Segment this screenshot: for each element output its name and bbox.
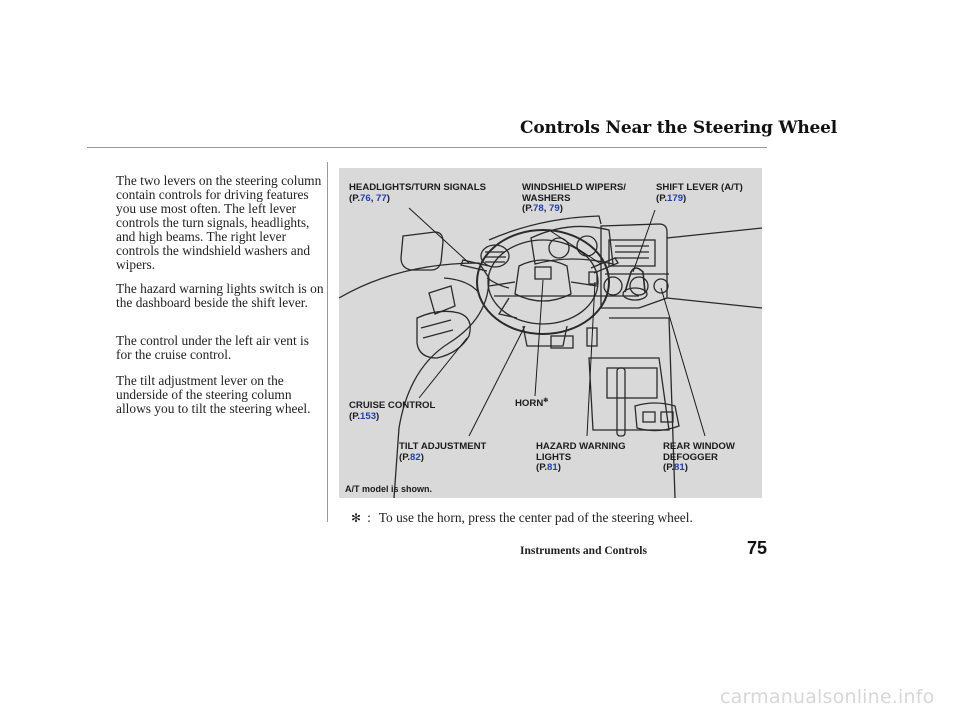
label-horn: HORN✻ [515, 396, 548, 410]
label-hazard-page[interactable]: 81 [547, 462, 558, 473]
label-hazard-name-1: HAZARD WARNING [536, 441, 626, 452]
audio-unit [608, 239, 656, 267]
label-shift-name: SHIFT LEVER (A/T) [656, 182, 743, 193]
label-wipers-page-1[interactable]: 78 [533, 203, 544, 214]
label-hazard-name-2: LIGHTS [536, 451, 572, 463]
paragraph-tilt: The tilt adjustment lever on the undersi… [116, 373, 311, 416]
leader-tilt [468, 325, 526, 437]
label-wipers-name-1: WINDSHIELD WIPERS/ [522, 182, 626, 193]
steering-wheel [476, 229, 610, 335]
leader-hazard [586, 281, 596, 437]
label-shift-page[interactable]: 179 [667, 192, 684, 204]
label-headlights: HEADLIGHTS/TURN SIGNALS (P.76, 77) [349, 182, 486, 204]
leader-horn [534, 279, 544, 397]
label-wipers-name-2: WASHERS [522, 192, 571, 204]
brake-pedal [550, 335, 574, 349]
turn-signal-lever [460, 259, 490, 272]
label-hazard: HAZARD WARNING LIGHTS (P.81) [536, 441, 626, 474]
paragraph-hazard: The hazard warning lights switch is on t… [116, 281, 324, 310]
dashboard-drawing [339, 207, 762, 498]
page-title: Controls Near the Steering Wheel [520, 118, 837, 138]
door-panel [339, 262, 490, 498]
horn-footnote-mark: ✻ [543, 398, 549, 404]
label-cruise-page[interactable]: 153 [360, 410, 377, 422]
label-shift-open: (P. [656, 192, 668, 204]
label-wipers: WINDSHIELD WIPERS/ WASHERS (P.78, 79) [522, 182, 626, 215]
label-cruise-close: ) [376, 410, 380, 422]
label-cruise-open: (P. [349, 410, 361, 422]
label-tilt-open: (P. [399, 451, 411, 463]
label-tilt-close: ) [420, 451, 424, 463]
leader-headlights [408, 207, 470, 264]
footnote-text: To use the horn, press the center pad of… [378, 510, 693, 525]
label-defogger-page[interactable]: 81 [674, 462, 685, 473]
side-mirror [400, 231, 444, 271]
shift-lever [624, 267, 646, 293]
label-cruise-name: CRUISE CONTROL [349, 400, 436, 411]
page-number: 75 [747, 538, 768, 558]
label-tilt-page[interactable]: 82 [410, 451, 421, 463]
label-tilt: TILT ADJUSTMENT (P.82) [399, 441, 487, 463]
paragraph-cruise: The control under the left air vent is f… [116, 333, 309, 362]
label-wipers-open: (P. [522, 203, 534, 214]
label-hazard-close: ) [557, 462, 561, 473]
footer-section-title: Instruments and Controls [520, 545, 647, 557]
parking-brake [616, 367, 626, 437]
label-headlights-page-1[interactable]: 76 [360, 192, 371, 204]
label-wipers-sep: , [543, 203, 550, 214]
footnote: ✻: To use the horn, press the center pad … [351, 510, 693, 526]
leader-cruise [418, 337, 468, 399]
hazard-switch [588, 271, 598, 285]
center-console [588, 317, 676, 498]
leader-defogger [660, 287, 706, 437]
label-hazard-open: (P. [536, 462, 548, 473]
header-rule [87, 147, 767, 148]
wiper-lever [590, 257, 619, 274]
label-horn-name: HORN [515, 398, 544, 410]
dashboard-illustration: HEADLIGHTS/TURN SIGNALS (P.76, 77) WINDS… [339, 168, 762, 498]
label-wipers-page-2[interactable]: 79 [549, 203, 560, 214]
paragraph-levers: The two levers on the steering column co… [116, 173, 322, 272]
label-defogger-open: (P. [663, 462, 675, 473]
label-wipers-close: ) [559, 203, 563, 214]
label-cruise: CRUISE CONTROL (P.153) [349, 400, 436, 422]
footnote-colon: : [367, 510, 371, 525]
label-shift: SHIFT LEVER (A/T) (P.179) [656, 182, 743, 204]
left-air-vent [480, 244, 510, 268]
cup-holder [634, 402, 680, 432]
figure-caption: A/T model is shown. [345, 484, 433, 494]
label-headlights-sep: , [370, 192, 377, 204]
leader-shift [632, 209, 656, 273]
label-defogger-name-1: REAR WINDOW [663, 441, 735, 452]
label-defogger-close: ) [684, 462, 688, 473]
label-defogger-name-2: DEFOGGER [663, 451, 718, 463]
label-shift-close: ) [683, 192, 687, 204]
label-defogger: REAR WINDOW DEFOGGER (P.81) [663, 441, 735, 474]
label-headlights-name: HEADLIGHTS/TURN SIGNALS [349, 182, 486, 193]
steering-hub [514, 259, 572, 302]
label-headlights-close: ) [386, 192, 390, 204]
label-headlights-page-2[interactable]: 77 [376, 192, 387, 204]
label-tilt-name: TILT ADJUSTMENT [399, 441, 487, 452]
leader-wipers [548, 229, 602, 265]
center-stack [600, 223, 668, 309]
footnote-mark: ✻ [351, 511, 362, 525]
label-headlights-open: (P. [349, 192, 361, 204]
column-divider [327, 162, 328, 522]
watermark: carmanualsonline.info [720, 686, 935, 708]
